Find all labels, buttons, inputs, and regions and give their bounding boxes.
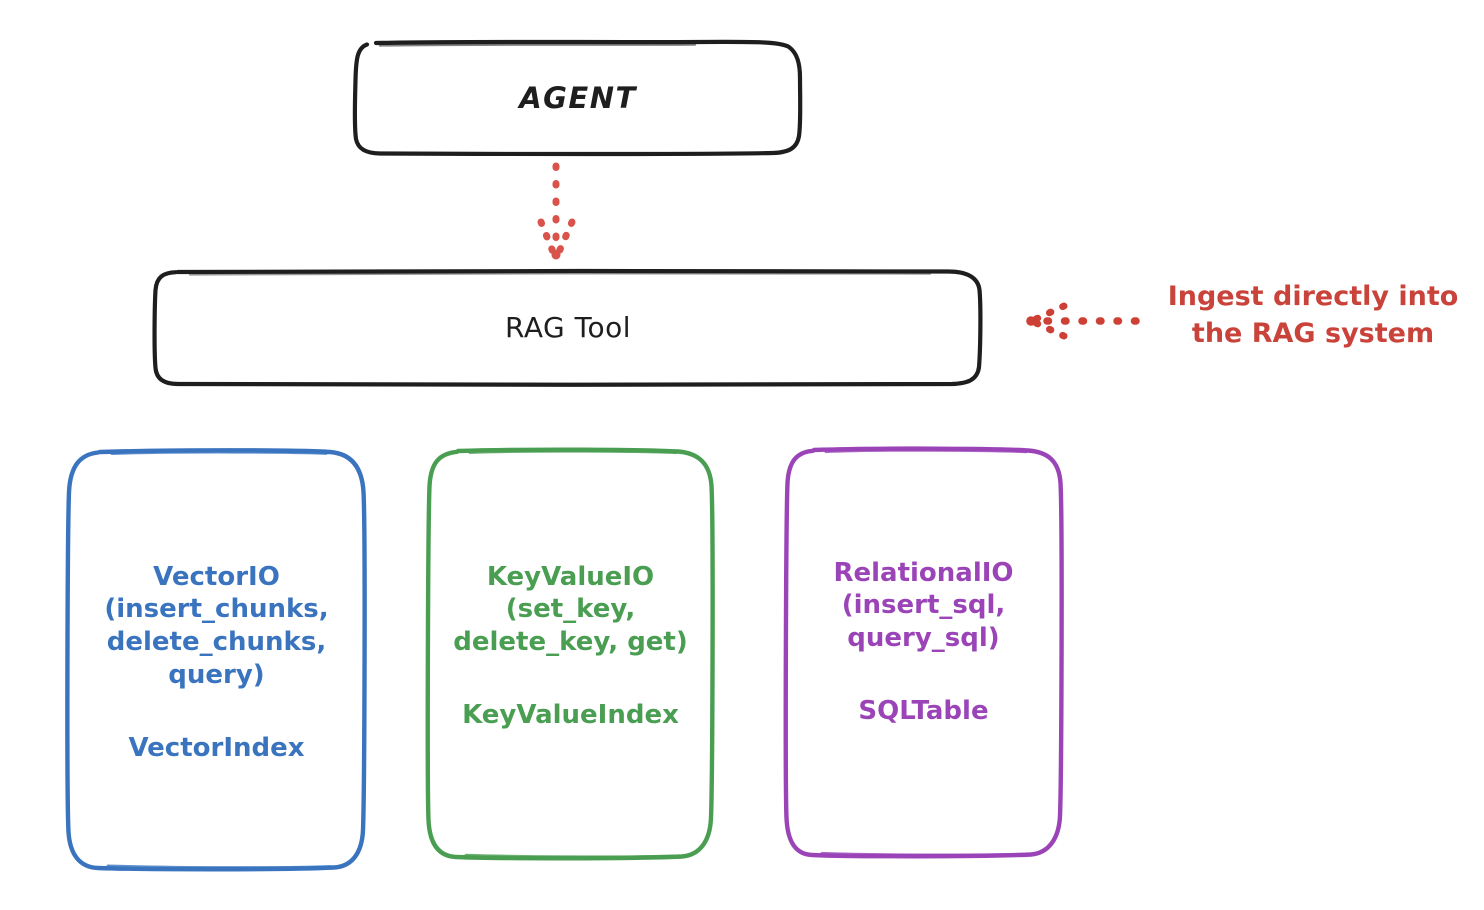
node-rag-tool[interactable]: RAG Tool	[155, 271, 981, 384]
relational-io-api-label: RelationalIO (insert_sql, query_sql)	[833, 557, 1014, 654]
ingest-annotation-text: Ingest directly into the RAG system	[1167, 281, 1459, 349]
keyvalue-io-api-label: KeyValueIO (set_key, delete_key, get)	[453, 561, 688, 658]
keyvalue-io-index-label: KeyValueIndex	[462, 699, 679, 730]
relational-io-box-shape	[783, 446, 1064, 859]
vector-io-box-shape	[65, 448, 367, 872]
rag-tool-box-shape	[152, 268, 983, 387]
node-relational-io[interactable]: RelationalIO (insert_sql, query_sql) SQL…	[786, 450, 1061, 856]
node-keyvalue-io[interactable]: KeyValueIO (set_key, delete_key, get) Ke…	[428, 450, 713, 858]
node-agent[interactable]: AGENT	[355, 42, 801, 154]
vector-io-index-label: VectorIndex	[128, 732, 305, 763]
agent-to-rag-tool-connector	[537, 162, 576, 260]
vector-io-api-label: VectorIO (insert_chunks, delete_chunks, …	[104, 561, 329, 690]
node-vector-io[interactable]: VectorIO (insert_chunks, delete_chunks, …	[68, 450, 365, 869]
keyvalue-io-box-shape	[425, 447, 715, 861]
ingest-to-rag-tool-connector	[1026, 302, 1140, 340]
relational-io-index-label: SQLTable	[858, 695, 989, 726]
rag-tool-label: RAG Tool	[505, 311, 631, 344]
agent-label: AGENT	[519, 81, 637, 115]
agent-box-shape	[352, 39, 803, 157]
